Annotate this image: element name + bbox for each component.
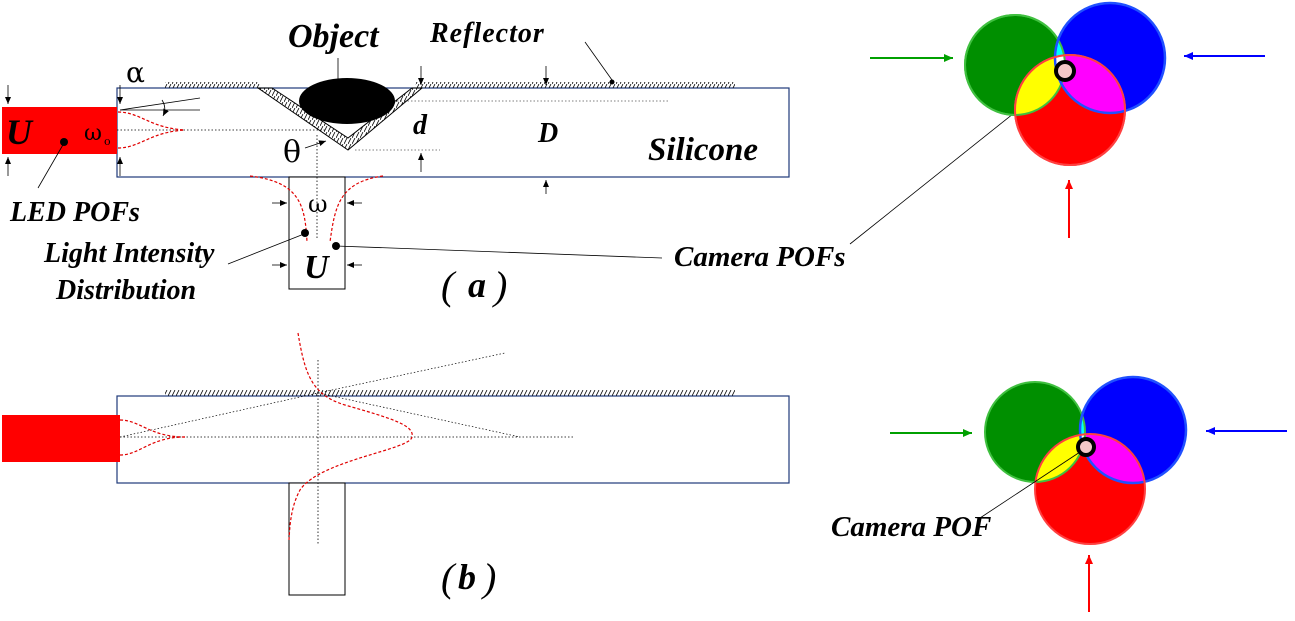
u-bottom-label: U	[304, 249, 331, 286]
d-small-label: d	[413, 110, 428, 141]
u-left-label: U	[6, 112, 34, 152]
camera-pof-label: Camera POF	[831, 511, 991, 543]
ray-reflect-b	[317, 352, 506, 394]
intensity-curve-led-top-b	[119, 419, 186, 438]
led-pofs-dot	[60, 138, 68, 146]
intensity-curve-led-top	[117, 111, 186, 131]
camera-pof-pointer-b	[979, 451, 1081, 519]
object-ellipse	[299, 78, 395, 124]
camera-pofs-dot-a	[332, 242, 340, 250]
omega-label: ω	[308, 190, 328, 218]
reflector-hatch-a1	[165, 82, 260, 88]
theta-pointer	[304, 140, 327, 149]
intensity-curve-reflected-b	[288, 332, 413, 541]
ray-down-b	[317, 392, 521, 438]
camera-fiber-b	[288, 482, 346, 596]
reflector-pointer-dot	[609, 79, 615, 85]
color-circles-b: Camera POF	[831, 375, 1287, 612]
panel-b-letter: b	[458, 557, 476, 597]
intensity-curve-led-bottom-b	[119, 436, 186, 456]
panel-b: ( b )	[2, 332, 790, 600]
ray-up-b	[119, 392, 319, 438]
yellow-overlap-b	[1035, 434, 1085, 482]
panel-a: Object Reflector Silicone U ω o α θ d D …	[2, 18, 1059, 308]
silicone-slab-b	[116, 395, 790, 484]
v-groove-reflector	[256, 87, 424, 151]
alpha-arc	[161, 99, 169, 117]
reflector-label: Reflector	[429, 18, 545, 49]
camera-pof-core-b	[1076, 437, 1096, 457]
camera-pofs-label: Camera POFs	[674, 241, 846, 273]
panel-a-letter: a	[468, 265, 486, 305]
led-pofs-label: LED POFs	[9, 197, 140, 228]
color-circles-a	[870, 1, 1265, 238]
panel-b-close: )	[481, 555, 496, 600]
reflector-hatch-a2	[415, 82, 735, 88]
omega0-label: ω	[84, 121, 102, 146]
light-intensity-label-1: Light Intensity	[43, 238, 215, 269]
alpha-label: α	[126, 56, 145, 89]
yellow-overlap-a	[1015, 55, 1065, 115]
panel-a-open: (	[441, 263, 457, 308]
red-outline-a	[1014, 54, 1126, 166]
silicone-label: Silicone	[648, 132, 758, 168]
light-intensity-label-2: Distribution	[55, 275, 196, 306]
theta-label: θ	[283, 135, 301, 170]
camera-pof-core-a	[1054, 60, 1076, 82]
blue-outline-b	[1078, 375, 1188, 485]
blue-outline-a	[1053, 1, 1167, 115]
led-fiber-b	[2, 415, 120, 462]
camera-pofs-pointer-a	[335, 245, 663, 259]
reflector-hatch-b	[165, 390, 735, 396]
alpha-ray	[119, 97, 201, 111]
object-label: Object	[288, 18, 380, 55]
reflector-pointer	[584, 41, 613, 81]
silicone-slab-a	[116, 87, 790, 178]
red-outline-b	[1034, 433, 1146, 545]
omega0-subscript: o	[104, 135, 111, 148]
panel-a-close: )	[492, 263, 507, 308]
light-intensity-dot	[301, 229, 309, 237]
d-big-label: D	[537, 118, 558, 149]
intensity-curve-led-bottom	[117, 129, 186, 149]
panel-b-open: (	[441, 555, 457, 600]
led-fiber-a	[2, 107, 117, 154]
light-intensity-pointer	[227, 233, 305, 265]
led-pofs-pointer	[37, 142, 65, 189]
intensity-curve-camera-right	[329, 175, 384, 243]
magenta-overlap-b	[1080, 434, 1145, 483]
